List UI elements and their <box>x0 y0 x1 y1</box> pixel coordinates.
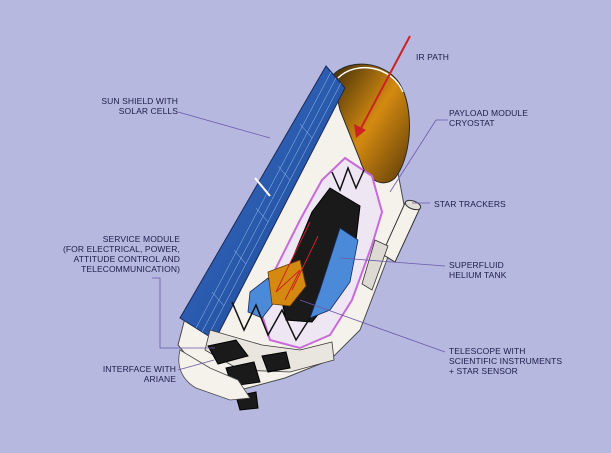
label-interface-ariane: INTERFACE WITH ARIANE <box>102 364 176 384</box>
label-payload-module-cryostat: PAYLOAD MODULE CRYOSTAT <box>449 108 529 128</box>
label-superfluid-helium-tank: SUPERFLUID HELIUM TANK <box>449 260 507 280</box>
ariane-adapter <box>178 349 251 401</box>
label-ir-path: IR PATH <box>416 52 449 62</box>
cryostat-support-struts <box>331 165 365 193</box>
solar-cell-grid <box>195 71 342 337</box>
baffle-rim <box>337 66 404 93</box>
label-service-module: SERVICE MODULE (FOR ELECTRICAL, POWER, A… <box>62 234 180 274</box>
label-star-trackers: STAR TRACKERS <box>434 199 506 209</box>
superfluid-helium-tank <box>309 227 359 319</box>
telescope-interior <box>267 259 307 307</box>
leader-lines <box>152 111 448 371</box>
panel-highlight <box>254 177 271 197</box>
internal-light-path <box>275 221 319 301</box>
label-telescope: TELESCOPE WITH SCIENTIFIC INSTRUMENTS + … <box>449 346 563 376</box>
star-tracker-cylinder <box>361 199 422 291</box>
label-sun-shield: SUN SHIELD WITH SOLAR CELLS <box>101 96 178 116</box>
lower-support-struts <box>231 301 311 342</box>
ir-path-arrow <box>354 35 411 138</box>
